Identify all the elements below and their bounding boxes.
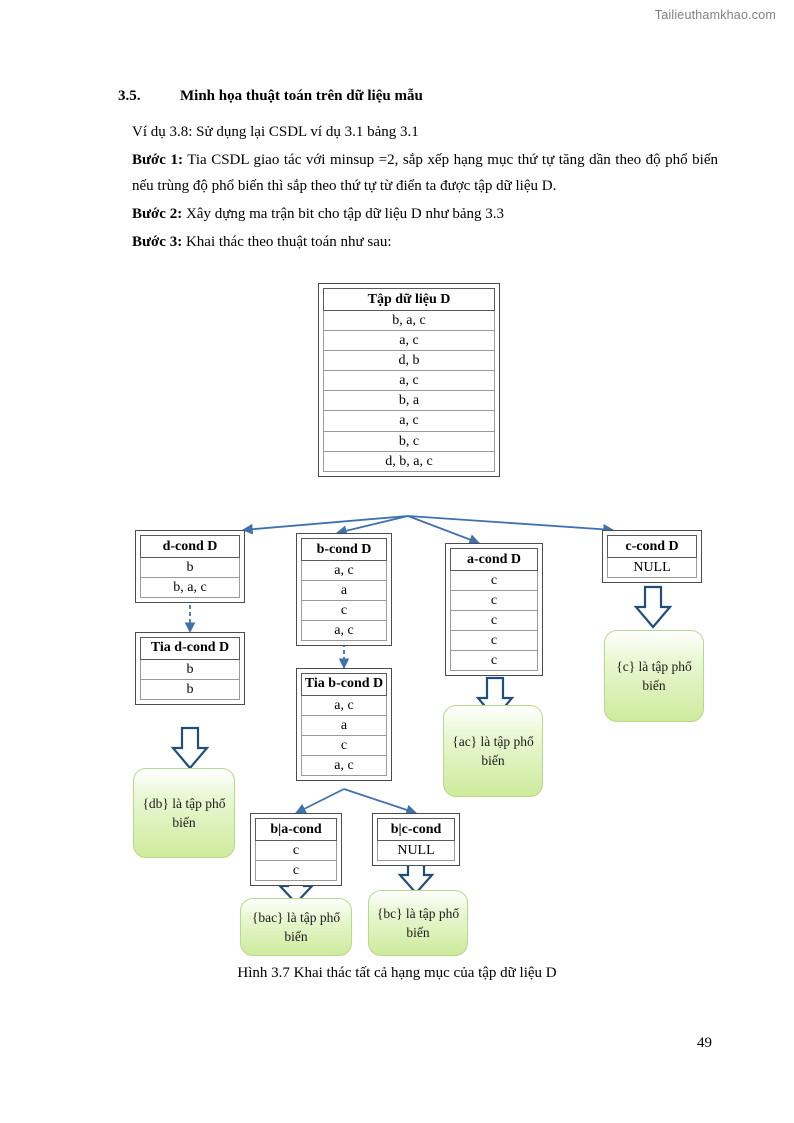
paragraph-example: Ví dụ 3.8: Sử dụng lại CSDL ví dụ 3.1 bả… [118,119,718,146]
node-b-cond: b-cond D a, c a c a, c [296,533,392,647]
a-cond-table: a-cond D c c c c c [450,547,538,672]
result-label: {bc} là tập phổ biến [376,905,460,940]
table-row: b, a, c [140,577,240,599]
node-c-cond: c-cond D NULL [602,530,702,584]
table-row: c [301,600,387,622]
result-label: {bac} là tập phổ biến [251,909,341,944]
split-connectors-b [295,788,418,816]
result-label: {ac} là tập phổ biến [452,733,534,768]
table-row: a, c [301,694,387,716]
section-title: Minh họa thuật toán trên dữ liệu mẫu [180,88,423,104]
paragraph-text: Khai thác theo thuật toán như sau: [182,233,392,250]
table-row: b, c [323,430,495,452]
node-a-cond: a-cond D c c c c c [445,543,543,677]
block-arrow-db [170,726,210,770]
table-row: d, b, a, c [323,450,495,472]
step-label: Bước 2: [132,206,183,223]
result-box-db: {db} là tập phổ biến [133,768,235,858]
table-row: a [301,714,387,736]
d-cond-table: d-cond D b b, a, c [140,534,240,599]
table-header: b|a-cond [255,817,337,842]
table-row: d, b [323,350,495,372]
result-box-c: {c} là tập phổ biến [604,630,704,722]
section-heading: 3.5. Minh họa thuật toán trên dữ liệu mẫu [118,88,718,105]
node-tia-d-cond: Tia d-cond D b b [135,632,245,705]
table-row: c [450,590,538,612]
step-label: Bước 3: [132,233,183,250]
node-d-cond: d-cond D b b, a, c [135,530,245,604]
paragraph-step-2: Bước 2: Xây dựng ma trận bit cho tập dữ … [118,201,718,228]
b-a-cond-table: b|a-cond c c [255,817,337,882]
table-row: a, c [323,410,495,432]
node-b-a-cond: b|a-cond c c [250,813,342,887]
table-header: a-cond D [450,547,538,572]
paragraph-text: Ví dụ 3.8: Sử dụng lại CSDL ví dụ 3.1 bả… [132,124,419,140]
table-row: b, a, c [323,310,495,332]
paragraph-step-3: Bước 3: Khai thác theo thuật toán như sa… [118,229,718,256]
table-row: b [140,658,240,680]
table-row: b, a [323,390,495,412]
b-cond-table: b-cond D a, c a c a, c [301,537,387,642]
node-dataset: Tập dữ liệu D b, a, c a, c d, b a, c b, … [318,283,500,477]
paragraph-text: Xây dựng ma trận bit cho tập dữ liệu D n… [182,206,505,223]
table-header: Tập dữ liệu D [323,287,495,312]
table-row: b [140,678,240,700]
result-box-bc: {bc} là tập phổ biến [368,890,468,956]
table-row: a [301,580,387,602]
table-row: c [301,734,387,756]
result-label: {db} là tập phổ biến [142,795,226,830]
table-row: c [255,840,337,862]
dataset-table: Tập dữ liệu D b, a, c a, c d, b a, c b, … [323,287,495,472]
block-arrow-c [633,585,673,629]
result-box-ac: {ac} là tập phổ biến [443,705,543,797]
result-label: {c} là tập phổ biến [616,658,692,693]
table-row: c [450,570,538,592]
tia-d-cond-table: Tia d-cond D b b [140,637,240,700]
paragraph-text: Tia CSDL giao tác với minsup =2, sắp xếp… [132,151,718,195]
step-label: Bước 1: [132,151,183,168]
table-header: b-cond D [301,537,387,562]
table-row: NULL [377,840,455,862]
figure-caption: Hình 3.7 Khai thác tất cả hạng mục của t… [237,965,557,981]
body-text: 3.5. Minh họa thuật toán trên dữ liệu mẫu… [118,88,718,256]
result-box-bac: {bac} là tập phổ biến [240,898,352,956]
table-row: b [140,557,240,579]
table-row: c [450,630,538,652]
table-row: a, c [301,620,387,642]
table-row: a, c [301,754,387,776]
table-header: Tia d-cond D [140,637,240,660]
page-number: 49 [697,1035,712,1051]
table-header: d-cond D [140,534,240,559]
node-tia-b-cond: Tia b-cond D a, c a c a, c [296,668,392,781]
b-c-cond-table: b|c-cond NULL [377,817,455,862]
table-header: Tia b-cond D [301,673,387,696]
tia-b-cond-table: Tia b-cond D a, c a c a, c [301,673,387,776]
c-cond-table: c-cond D NULL [607,534,697,579]
table-row: NULL [607,557,697,579]
table-row: a, c [323,370,495,392]
table-row: a, c [323,330,495,352]
table-row: c [450,650,538,672]
table-row: c [255,860,337,882]
section-number: 3.5. [118,88,141,104]
paragraph-step-1: Bước 1: Tia CSDL giao tác với minsup =2,… [118,147,718,200]
table-row: c [450,610,538,632]
table-header: c-cond D [607,534,697,559]
node-b-c-cond: b|c-cond NULL [372,813,460,867]
site-watermark: Tailieuthamkhao.com [654,8,776,22]
table-header: b|c-cond [377,817,455,842]
table-row: a, c [301,560,387,582]
